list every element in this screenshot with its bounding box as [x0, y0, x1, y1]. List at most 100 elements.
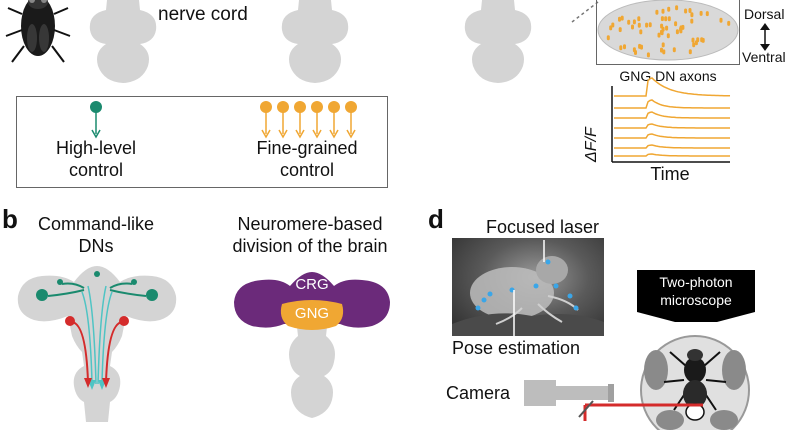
dff-trace-line [614, 99, 730, 109]
panel-letter-b: b [2, 204, 18, 234]
axon-dot [661, 42, 665, 48]
microscope-box: Two-photon microscope [637, 270, 755, 312]
axon-dot [681, 24, 685, 30]
pose-pointer-line [513, 290, 515, 336]
axon-dot [672, 47, 676, 53]
microscope-label-2: microscope [660, 292, 732, 308]
ventral-label: Ventral [742, 49, 786, 65]
axon-dot [679, 28, 683, 34]
dff-trace-line [614, 153, 730, 157]
axon-dot [619, 45, 623, 51]
pose-estimation-label: Pose estimation [452, 338, 581, 358]
microscope-objective [637, 312, 755, 322]
axon-dot [637, 16, 641, 22]
high-level-label-2: control [68, 160, 124, 180]
axon-dot [648, 22, 652, 28]
axon-dot [655, 9, 659, 15]
axon-dot [705, 11, 709, 17]
cross-section-box [596, 0, 740, 65]
dorsal-ventral-arrow [760, 23, 770, 51]
microscope-label-1: Two-photon [659, 274, 733, 290]
focused-laser-label: Focused laser [486, 217, 600, 237]
axon-dot [618, 16, 621, 22]
command-like-title-1: Command-like [37, 214, 155, 234]
axon-dot [700, 37, 704, 43]
axon-dot [675, 29, 679, 35]
dff-label: ΔF/F [583, 127, 600, 162]
command-like-brain-diagram [17, 266, 177, 422]
camera-icon [524, 380, 614, 406]
axon-dot [675, 5, 679, 11]
axon-dot [699, 10, 703, 16]
panel-letter-d: d [428, 204, 444, 234]
axon-dot [674, 21, 678, 27]
axon-dot [606, 35, 610, 41]
axon-dot [690, 12, 694, 18]
fine-neuron-icon [294, 101, 306, 139]
camera-label: Camera [446, 383, 511, 403]
axon-dot [666, 33, 670, 39]
axon-dot [688, 49, 692, 55]
axon-dot [667, 6, 671, 12]
neuromere-title-1: Neuromere-based [237, 214, 383, 234]
axon-dot [632, 47, 636, 53]
crg-label: CRG [295, 276, 329, 293]
axon-dot [618, 27, 622, 33]
axon-dot [660, 16, 664, 22]
axon-dot [660, 23, 664, 29]
axon-dot [662, 49, 666, 55]
axon-dot [665, 25, 669, 31]
gng-label: GNG [294, 305, 330, 322]
time-label: Time [650, 164, 690, 184]
axon-dot [646, 52, 650, 58]
fine-grained-label-2: control [279, 160, 335, 180]
dff-trace-line [614, 144, 730, 149]
axon-dot [645, 22, 649, 28]
axon-dot [638, 43, 642, 49]
fine-neuron-icon [277, 101, 289, 139]
axon-dot [667, 16, 671, 22]
dff-trace-line [614, 111, 730, 119]
fine-neuron-icon [260, 101, 272, 139]
dff-trace-line [614, 77, 731, 97]
axon-dot [623, 44, 626, 50]
fly-camera-image [452, 238, 604, 336]
axon-dot [696, 37, 700, 43]
dff-trace-line [614, 123, 730, 129]
fine-neuron-icon [328, 101, 340, 139]
axon-dot [611, 22, 615, 28]
laser-beam-path [578, 400, 703, 421]
axon-dot [691, 37, 695, 43]
neuromere-title-2: division of the brain [232, 236, 388, 256]
axon-dot [692, 42, 696, 48]
control-legend-box [16, 96, 388, 188]
high-level-label-1: High-level [55, 138, 137, 158]
nerve-cord-shape-2 [281, 0, 349, 83]
axon-dot [719, 17, 723, 23]
fine-neuron-icon [311, 101, 323, 139]
nerve-cord-shape-1 [89, 0, 157, 83]
axon-dot [632, 19, 636, 25]
fine-neuron-icon [345, 101, 357, 139]
axon-dot [637, 22, 641, 28]
axon-dot [664, 16, 668, 22]
axon-dot [690, 18, 694, 24]
axon-dot [660, 47, 663, 53]
axon-dot [727, 20, 731, 26]
fine-grained-label-1: Fine-grained [256, 138, 358, 158]
axon-dot [688, 8, 692, 13]
command-like-title-2: DNs [78, 236, 114, 256]
laser-pointer-line [543, 240, 545, 262]
axon-dot [684, 8, 688, 14]
axon-dot [627, 19, 631, 25]
dff-traces [611, 77, 731, 163]
high-level-neuron-icon [90, 101, 102, 139]
axon-dot [639, 29, 643, 35]
dorsal-label: Dorsal [744, 6, 785, 22]
axon-dot [661, 8, 665, 14]
neuromere-brain-diagram [234, 272, 390, 418]
nerve-cord-label: nerve cord [158, 4, 248, 25]
axon-dot [657, 32, 661, 38]
dff-trace-line [614, 133, 730, 139]
cross-section-ellipse [597, 0, 739, 61]
